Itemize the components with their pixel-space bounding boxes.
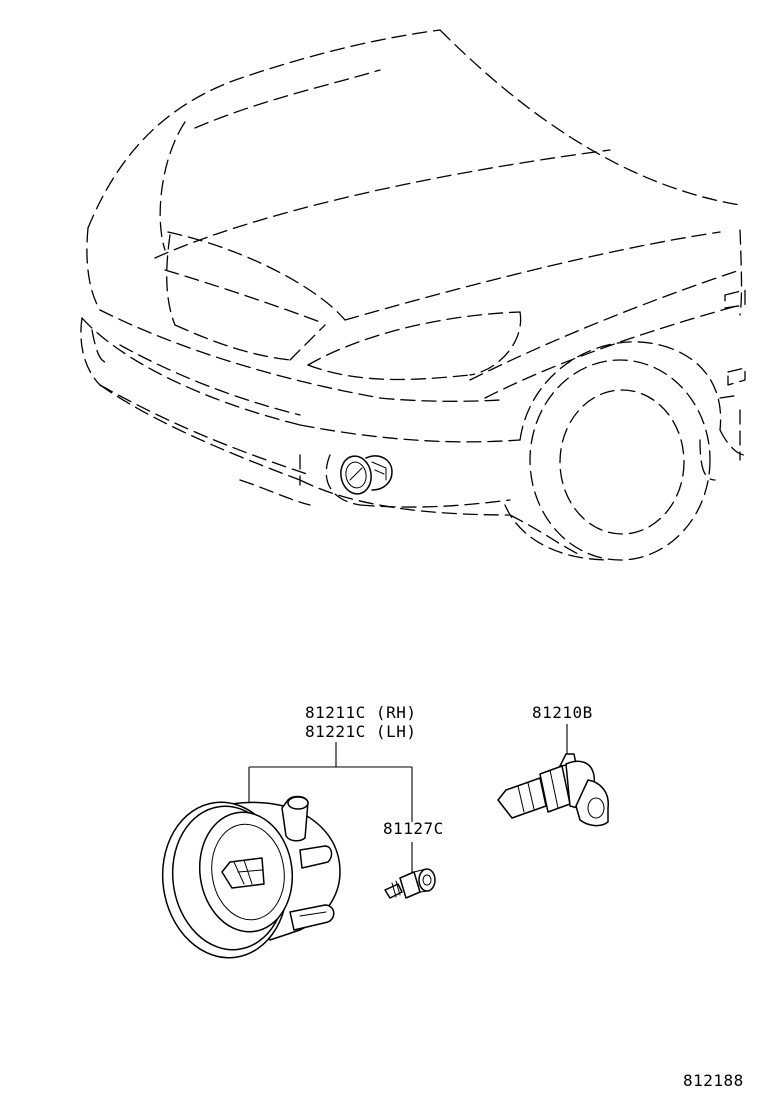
- fog-lamp-lh-label: 81221C (LH): [305, 722, 416, 741]
- bulb-part: [497, 753, 609, 827]
- installed-fog-lamp: [340, 455, 393, 495]
- fog-lamp-rh-label: 81211C (RH): [305, 703, 416, 722]
- screw-label: 81127C: [383, 819, 444, 838]
- vehicle-outline: [80, 29, 746, 561]
- fog-lamp-assembly: [161, 795, 341, 959]
- diagram-id-label: 812188: [683, 1071, 744, 1090]
- bulb-label: 81210B: [532, 703, 593, 722]
- screw-part: [384, 868, 436, 899]
